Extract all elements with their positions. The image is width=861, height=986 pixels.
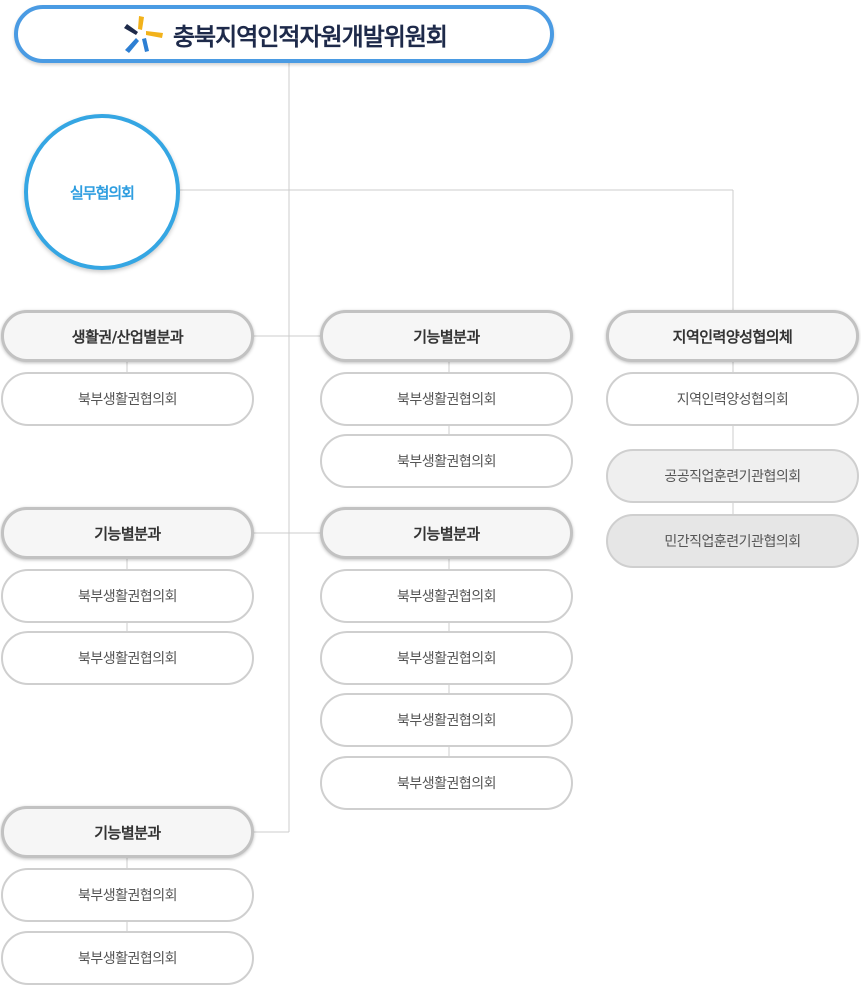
regional-manpower-consortium-head: 지역인력양성협의체 bbox=[606, 310, 859, 362]
council-node: 북부생활권협의회 bbox=[320, 756, 573, 810]
council-node: 북부생활권협의회 bbox=[320, 693, 573, 747]
division-head-functional: 기능별분과 bbox=[1, 806, 254, 858]
division-head-functional: 기능별분과 bbox=[1, 507, 254, 559]
division-head-functional: 기능별분과 bbox=[320, 507, 573, 559]
private-training-council-node: 민간직업훈련기관협의회 bbox=[606, 514, 859, 568]
council-node: 북부생활권협의회 bbox=[320, 434, 573, 488]
council-node: 북부생활권협의회 bbox=[1, 631, 254, 685]
council-node: 북부생활권협의회 bbox=[1, 569, 254, 623]
division-head-lifezone-industry: 생활권/산업별분과 bbox=[1, 310, 254, 362]
working-committee-node: 실무협의회 bbox=[24, 114, 180, 270]
council-node: 북부생활권협의회 bbox=[320, 569, 573, 623]
public-training-council-node: 공공직업훈련기관협의회 bbox=[606, 449, 859, 503]
council-node: 북부생활권협의회 bbox=[1, 931, 254, 985]
council-node: 북부생활권협의회 bbox=[320, 631, 573, 685]
page-title: 충북지역인적자원개발위원회 bbox=[172, 22, 448, 51]
division-head-functional: 기능별분과 bbox=[320, 310, 573, 362]
pinwheel-logo-icon bbox=[123, 16, 163, 53]
regional-manpower-council-node: 지역인력양성협의회 bbox=[606, 372, 859, 426]
org-title-banner: 충북지역인적자원개발위원회 bbox=[14, 5, 554, 63]
council-node: 북부생활권협의회 bbox=[320, 372, 573, 426]
council-node: 북부생활권협의회 bbox=[1, 372, 254, 426]
council-node: 북부생활권협의회 bbox=[1, 868, 254, 922]
